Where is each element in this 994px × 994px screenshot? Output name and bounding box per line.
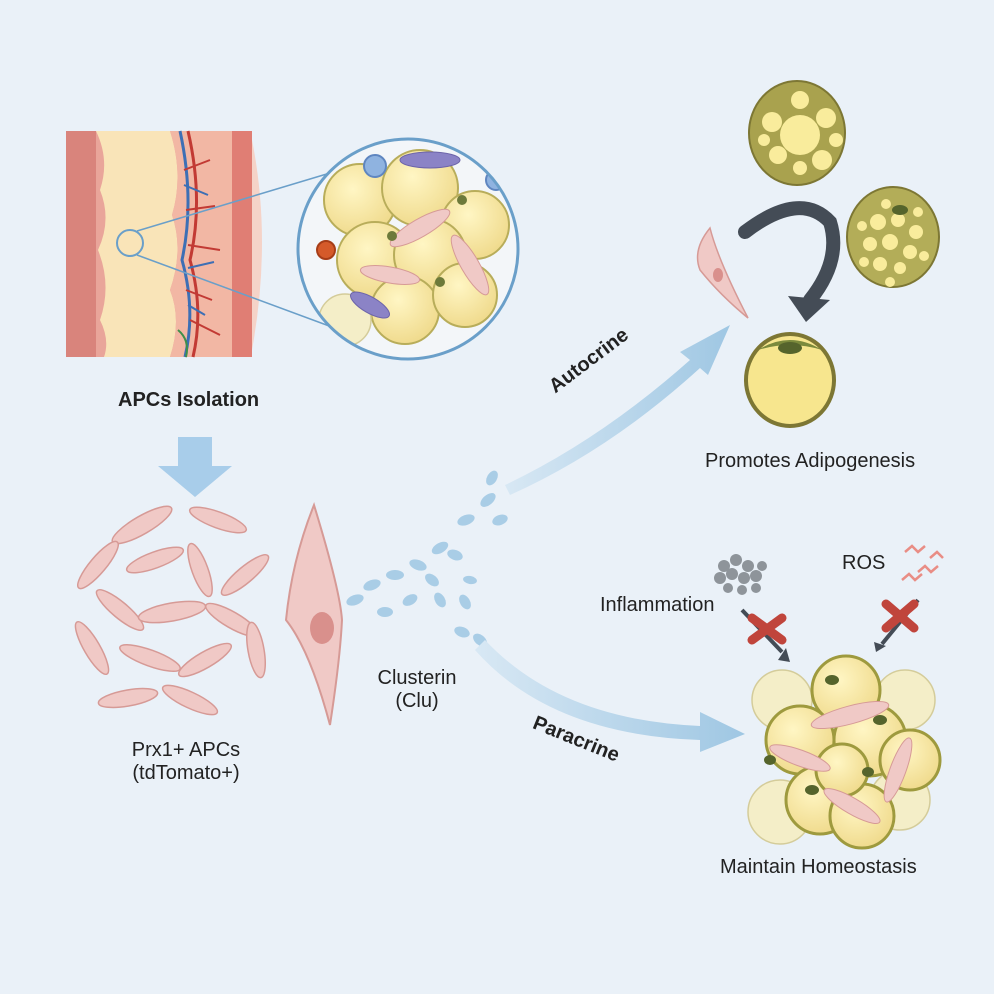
adipogenesis-cells: [696, 80, 940, 428]
tissue-section-illustration: [66, 130, 341, 358]
prx1-apcs-line2: (tdTomato+): [132, 762, 240, 784]
prx1-apcs-label: Prx1+ APCs (tdTomato+): [96, 739, 276, 785]
clusterin-particles: [346, 470, 508, 647]
maintain-homeostasis-label: Maintain Homeostasis: [720, 856, 917, 878]
ros-symbols: [901, 544, 944, 582]
apc-cell-cluster: [74, 505, 270, 716]
clusterin-label: Clusterin (Clu): [362, 667, 472, 713]
clusterin-line1: Clusterin: [377, 667, 457, 689]
ros-label: ROS: [842, 552, 886, 574]
homeostasis-tissue: [747, 654, 942, 850]
inflammation-blocked-arrow: [740, 608, 790, 662]
autocrine-arrow: [505, 325, 730, 495]
paracrine-arrow: [475, 640, 745, 752]
down-arrow-icon: [158, 437, 232, 497]
inflammation-label: Inflammation: [600, 594, 715, 616]
magnified-fat-tissue: [296, 137, 520, 361]
differentiation-arrow: [738, 201, 841, 322]
prx1-apc-cell: [284, 501, 344, 726]
ros-blocked-arrow: [874, 598, 920, 652]
clusterin-line2: (Clu): [395, 690, 439, 712]
prx1-apcs-line1: Prx1+ APCs: [131, 739, 241, 761]
inflammation-particles: [714, 554, 767, 595]
promotes-adipogenesis-label: Promotes Adipogenesis: [705, 450, 916, 472]
apcs-isolation-label: APCs Isolation: [118, 389, 260, 411]
